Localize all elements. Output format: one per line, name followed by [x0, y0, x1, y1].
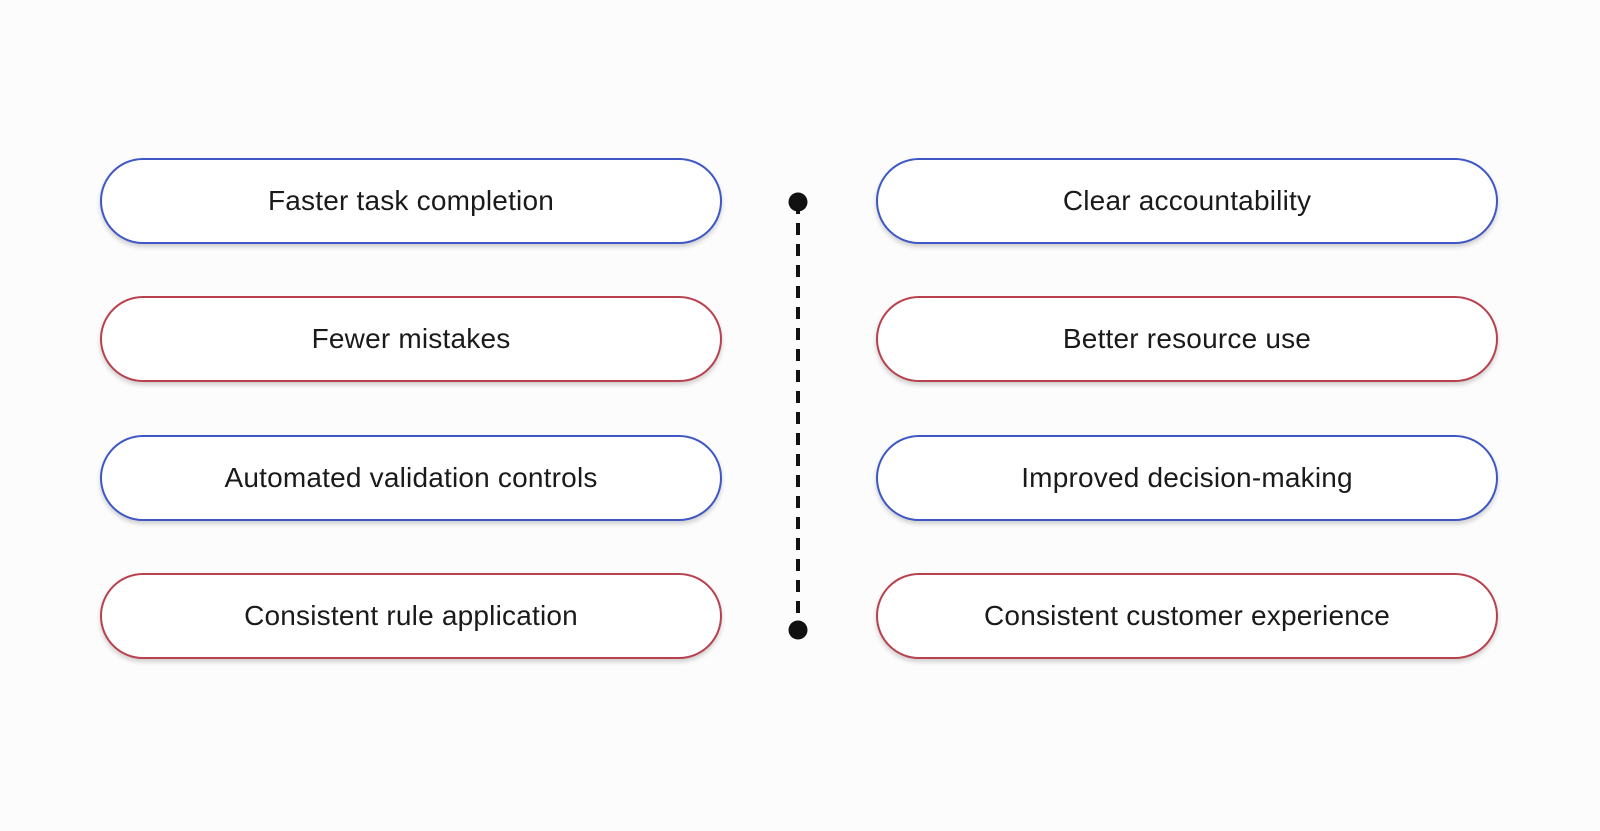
dashed-connector-line	[788, 192, 808, 640]
benefit-pill-label: Automated validation controls	[224, 462, 598, 493]
benefit-pill-label: Clear accountability	[1062, 185, 1312, 216]
benefit-pill-improved-decision-making: Improved decision-making	[876, 435, 1498, 521]
benefit-pill-label: Improved decision-making	[1021, 462, 1353, 493]
benefit-pill-faster-task-completion: Faster task completion	[100, 158, 722, 244]
benefit-pill-label: Consistent rule application	[244, 600, 578, 631]
benefit-pill-label: Faster task completion	[267, 185, 555, 216]
benefit-pill-consistent-customer-experience: Consistent customer experience	[876, 573, 1498, 659]
connector-dot-bottom	[788, 620, 808, 640]
benefit-pill-consistent-rule-application: Consistent rule application	[100, 573, 722, 659]
benefit-pill-label: Better resource use	[1062, 323, 1312, 354]
benefit-pill-label: Consistent customer experience	[984, 600, 1390, 631]
benefit-pill-fewer-mistakes: Fewer mistakes	[100, 296, 722, 382]
connector-dot-top	[788, 192, 808, 212]
benefit-pill-label: Fewer mistakes	[311, 323, 511, 354]
benefit-pill-automated-validation-controls: Automated validation controls	[100, 435, 722, 521]
benefit-pill-clear-accountability: Clear accountability	[876, 158, 1498, 244]
benefit-pill-better-resource-use: Better resource use	[876, 296, 1498, 382]
